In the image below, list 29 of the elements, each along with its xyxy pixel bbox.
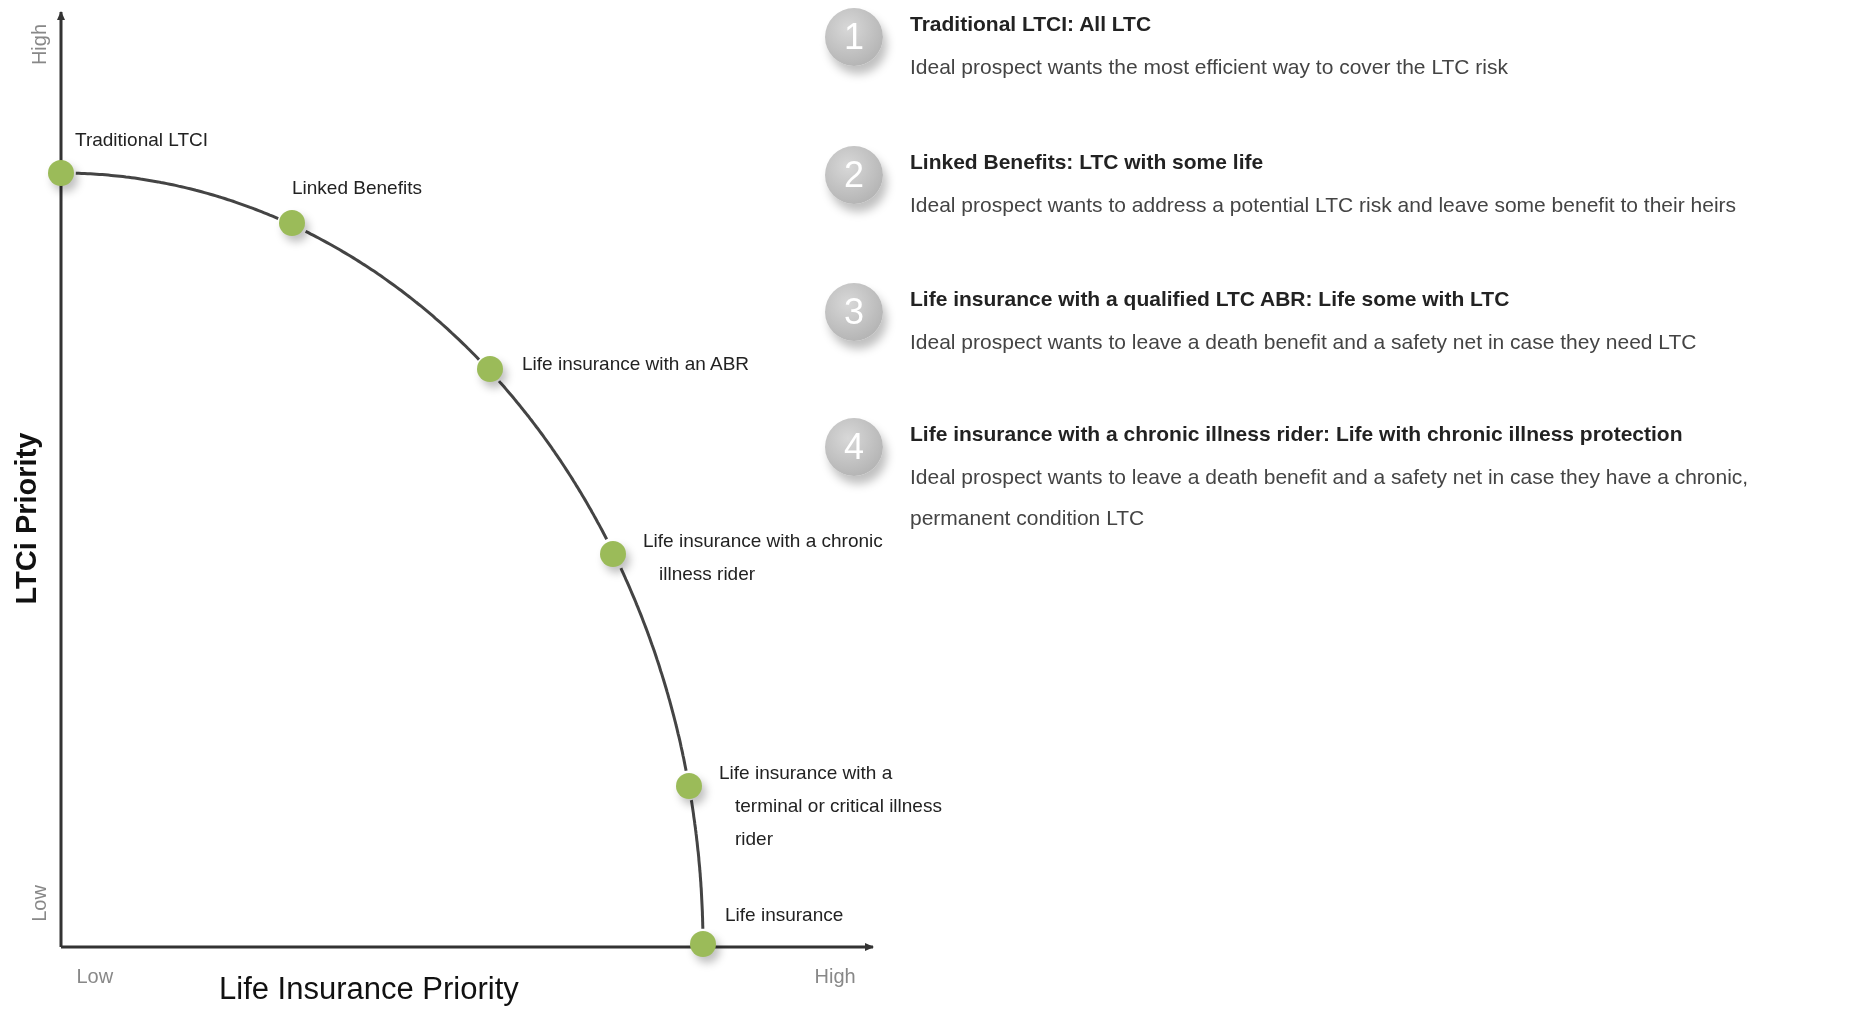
item-description: Ideal prospect wants to address a potential LTC risk and leave some benefit to their heirs [910,192,1738,218]
point-label: Linked Benefits [292,176,423,200]
number-badge: 3 [825,283,883,341]
item-heading: Life insurance with a chronic illness rider: Life with chronic illness protection [910,422,1683,446]
axis-tick-label: Low [76,964,114,988]
item-heading: Traditional LTCI: All LTC [910,12,1152,36]
point-label: Traditional LTCI [75,128,210,152]
item-description: Ideal prospect wants the most efficient way to cover the LTC risk [910,54,1509,80]
point-label: Life insurance with an ABR [522,352,751,376]
number-badge: 4 [825,418,883,476]
curve-segment [497,380,609,540]
point-label: Life insurance [725,903,845,927]
axis-tick-label: Low [27,884,51,922]
item-description: Ideal prospect wants to leave a death benefit and a safety net in case they need LTC [910,329,1698,355]
item-heading: Life insurance with a qualified LTC ABR: Life some with LTC [910,287,1510,311]
point-label: Life insurance with a chronic illness rider [643,529,884,586]
number-badge: 1 [825,8,883,66]
curve-segment [304,230,481,361]
curve-segment [619,567,688,772]
curve-segment [689,799,705,929]
point-label: Life insurance with a terminal or critical illness rider [719,761,943,851]
axis-tick-label: High [27,23,51,65]
item-heading: Linked Benefits: LTC with some life [910,150,1264,174]
axis-title: LTCi Priority [10,432,44,604]
item-description: Ideal prospect wants to leave a death benefit and a safety net in case they have a chronic, permanent condition LTC [910,464,1750,531]
number-badge: 2 [825,146,883,204]
curve-segment [75,171,279,220]
axis-title: Life Insurance Priority [219,971,519,1007]
axis-tick-label: High [814,964,856,988]
